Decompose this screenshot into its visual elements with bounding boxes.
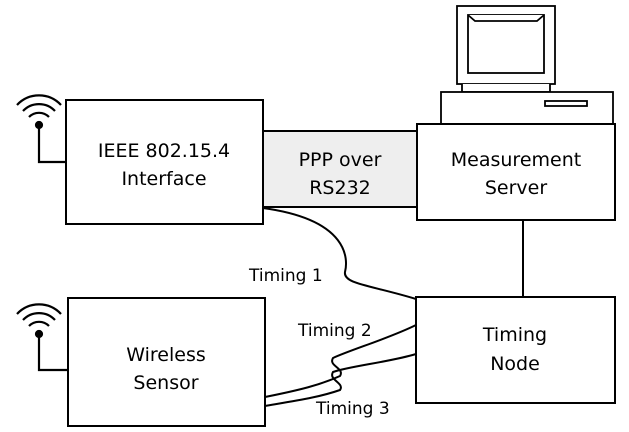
- ppp-line2: RS232: [309, 177, 371, 199]
- computer-icon: [440, 5, 614, 125]
- timing3-cable: [264, 353, 417, 407]
- server-line2: Server: [485, 177, 547, 199]
- timing-line2: Node: [490, 353, 540, 375]
- sensor-line1: Wireless: [126, 344, 206, 366]
- ppp-line1: PPP over: [299, 149, 382, 171]
- antenna-icon: [16, 94, 66, 164]
- timing1-label: Timing 1: [248, 266, 323, 286]
- timing1-cable: [262, 207, 417, 300]
- ieee-line2: Interface: [121, 168, 206, 190]
- server-line1: Measurement: [451, 149, 581, 171]
- wireless-sensor-box: [67, 297, 266, 427]
- timing3-label: Timing 3: [315, 399, 390, 419]
- timing2-cable: [264, 324, 417, 398]
- timing2-label: Timing 2: [297, 321, 372, 341]
- timing-node-box: [415, 296, 616, 404]
- antenna-icon: [16, 303, 68, 372]
- measurement-server-box: [416, 123, 616, 221]
- sensor-line2: Sensor: [133, 372, 198, 394]
- timing-line1: Timing: [482, 324, 547, 346]
- ieee-interface-box: [65, 99, 264, 225]
- ieee-line1: IEEE 802.15.4: [98, 140, 230, 162]
